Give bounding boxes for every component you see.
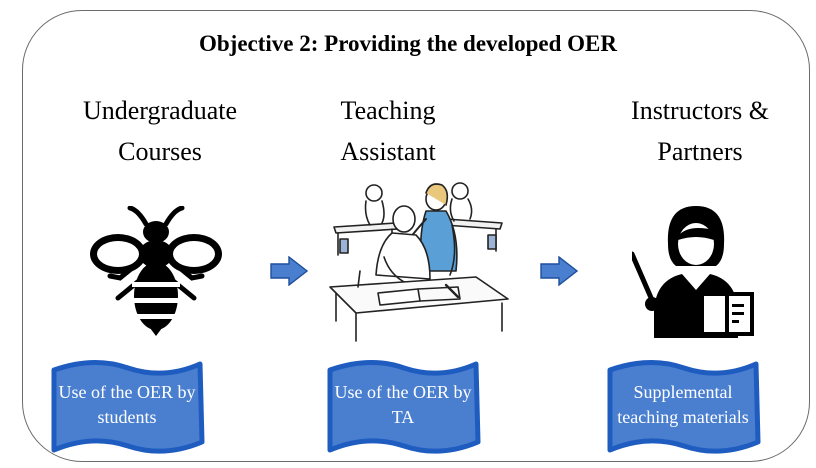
box-supplemental: Supplemental teaching materials xyxy=(602,358,764,458)
box-text: Use of the OER by TA xyxy=(330,380,476,430)
box-line: Supplemental xyxy=(633,382,733,402)
heading-line: Instructors & xyxy=(631,96,769,125)
box-line: teaching materials xyxy=(617,407,749,427)
bee-icon xyxy=(90,206,222,336)
heading-line: Undergraduate xyxy=(82,96,237,125)
heading-line: Teaching xyxy=(340,96,436,125)
box-line: Use of the OER by xyxy=(58,382,196,402)
box-line: TA xyxy=(391,407,415,427)
heading-undergraduate-courses: Undergraduate Courses xyxy=(40,90,280,172)
diagram-title: Objective 2: Providing the developed OER xyxy=(198,31,618,56)
right-arrow-icon xyxy=(540,256,578,286)
heading-line: Assistant xyxy=(340,137,436,166)
diagram-frame xyxy=(22,10,810,462)
box-text: Use of the OER by students xyxy=(54,380,200,430)
box-text: Supplemental teaching materials xyxy=(610,380,756,430)
heading-line: Courses xyxy=(118,137,202,166)
heading-teaching-assistant: Teaching Assistant xyxy=(268,90,508,172)
box-line: Use of the OER by xyxy=(334,382,472,402)
box-line: students xyxy=(97,407,157,427)
box-students: Use of the OER by students xyxy=(46,358,208,458)
instructor-icon xyxy=(632,206,754,338)
teaching-assistant-illustration xyxy=(329,182,509,342)
right-arrow-icon xyxy=(270,256,308,286)
heading-instructors-partners: Instructors & Partners xyxy=(580,90,816,172)
heading-line: Partners xyxy=(657,137,743,166)
box-ta: Use of the OER by TA xyxy=(322,358,484,458)
